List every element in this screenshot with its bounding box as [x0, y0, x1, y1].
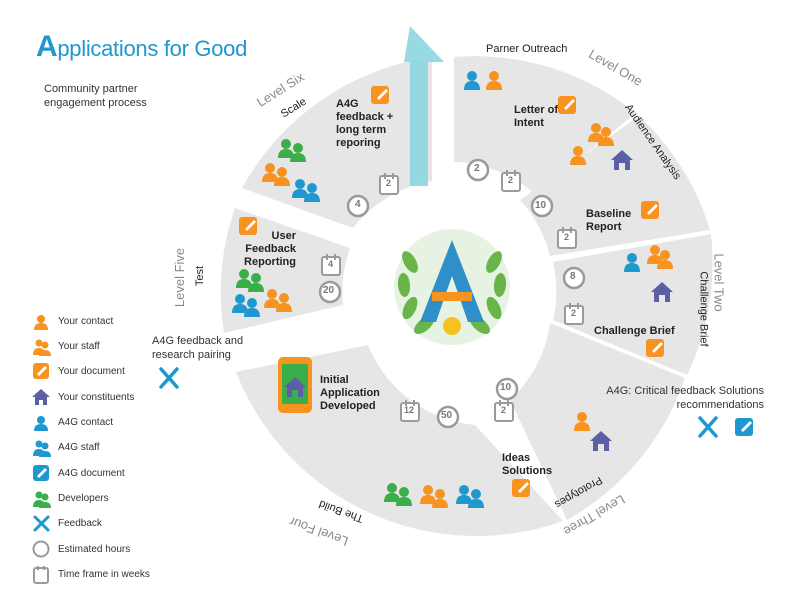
- your-contact-icon: [32, 312, 52, 332]
- level-label: Level Five: [172, 248, 187, 307]
- document-icon: [512, 479, 530, 497]
- hours-value: 10: [500, 382, 511, 393]
- feedback-icon: [700, 418, 716, 436]
- stage-label: Parner Outreach: [486, 43, 567, 55]
- legend-item: Your constituents: [32, 388, 202, 408]
- tablet-icon: [278, 357, 312, 413]
- hours-value: 4: [355, 199, 361, 210]
- legend-item: Time frame in weeks: [32, 565, 202, 585]
- deliverable-label: Baseline Report: [586, 208, 636, 234]
- deliverable-label: Challenge Brief: [594, 325, 684, 338]
- your-staff-icon: [32, 337, 52, 357]
- app-logo: Applications for Good: [36, 30, 247, 64]
- legend-item: Your document: [32, 362, 202, 382]
- legend-item: A4G document: [32, 464, 202, 484]
- developers-icon: [32, 489, 52, 509]
- center-emblem: [394, 229, 510, 345]
- stage-label: Test: [194, 266, 206, 286]
- a4g-document-icon: [32, 464, 52, 484]
- weeks-value: 2: [564, 232, 569, 242]
- legend-item: Your staff: [32, 337, 202, 357]
- estimated-hours-icon: [32, 540, 52, 560]
- time-frame-icon: [32, 565, 52, 585]
- start-arrow: [404, 26, 444, 186]
- a4g-document-icon: [735, 418, 753, 436]
- weeks-value: 4: [328, 259, 333, 269]
- legend-item: A4G contact: [32, 413, 202, 433]
- legend-item: A4G staff: [32, 438, 202, 458]
- legend-item: Estimated hours: [32, 540, 202, 560]
- level-label: Level Two: [712, 253, 727, 311]
- critical-feedback-note: A4G: Critical feedback Solutions recomme…: [604, 384, 764, 412]
- feedback-icon: [32, 514, 52, 534]
- weeks-value: 2: [571, 308, 576, 318]
- document-icon: [646, 339, 664, 357]
- weeks-value: 2: [501, 405, 506, 415]
- legend-item: Feedback: [32, 514, 202, 534]
- deliverable-label: Ideas Solutions: [502, 452, 562, 478]
- hours-value: 20: [323, 285, 334, 296]
- deliverable-label: Letter of Intent: [514, 104, 574, 130]
- a4g-staff-icon: [32, 438, 52, 458]
- deliverable-label: Initial Application Developed: [320, 374, 390, 413]
- your-document-icon: [32, 362, 52, 382]
- stage-label: Challenge Brief: [698, 271, 710, 346]
- your-constituents-icon: [32, 388, 52, 408]
- hours-value: 2: [474, 163, 480, 174]
- weeks-value: 2: [386, 178, 391, 188]
- weeks-value: 2: [508, 175, 513, 185]
- hours-value: 10: [535, 200, 546, 211]
- page-subtitle: Community partner engagement process: [44, 82, 184, 110]
- legend-item: Developers: [32, 489, 202, 509]
- hours-value: 8: [570, 271, 576, 282]
- hours-value: 50: [441, 410, 452, 421]
- deliverable-label: User Feedback Reporting: [236, 230, 296, 269]
- weeks-value: 12: [404, 405, 414, 415]
- a4g-contact-icon: [32, 413, 52, 433]
- legend-item: Your contact: [32, 312, 202, 332]
- deliverable-label: A4G feedback + long term reporing: [336, 98, 402, 150]
- document-icon: [641, 201, 659, 219]
